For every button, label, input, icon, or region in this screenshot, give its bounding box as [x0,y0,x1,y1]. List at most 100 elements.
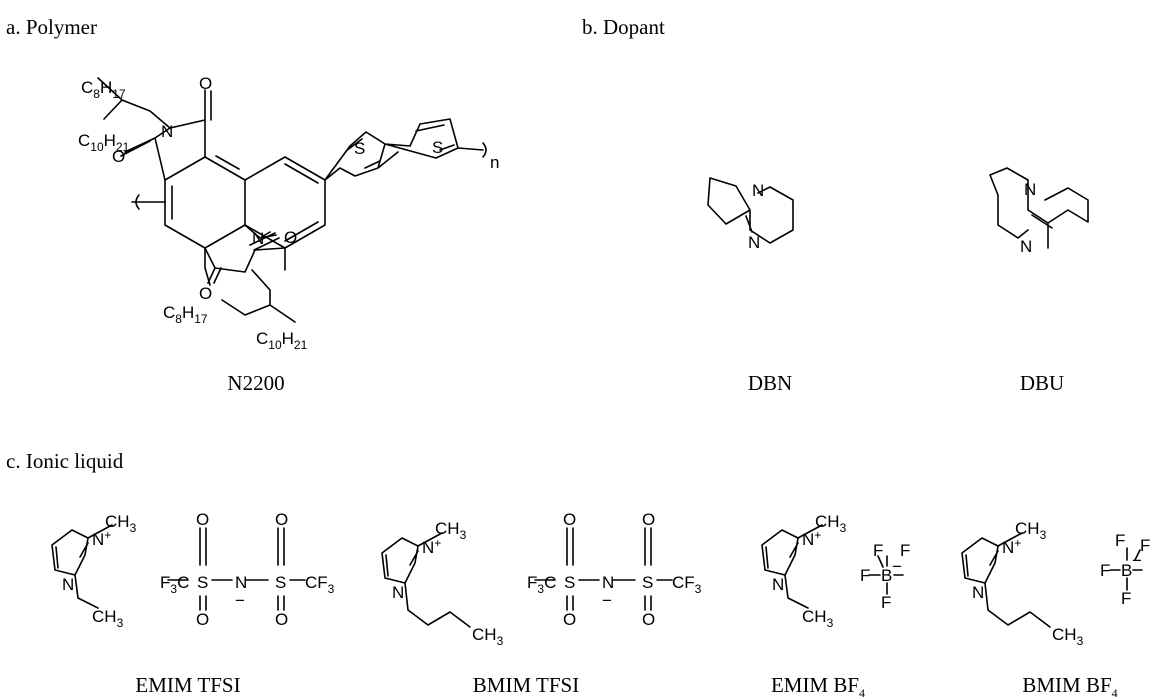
caption-emim-tfsi: EMIM TFSI [135,673,240,697]
caption-dbu: DBU [1020,371,1064,395]
tfsi-2-n-label: N [602,573,614,592]
tfsi-2-s1-label: S [564,573,575,592]
caption-bmim-tfsi: BMIM TFSI [473,673,579,697]
tfsi-2-o1-label: O [563,510,576,529]
polymer-bracket-left [131,194,166,210]
n2200-top-c10h21-label: C10H21 [78,131,130,154]
emim-cation-2-bonds [761,524,823,609]
n2200-repeat-n-label: n [490,153,499,172]
tfsi-1-cf3-label: CF3 [305,573,335,596]
top-alkyl-chain [97,77,171,129]
dbu-bonds [989,167,1089,249]
bf4-2-f-bottom-label: F [1121,589,1131,608]
n2200-structure [97,77,487,323]
dbu-n1-label: N [1024,180,1036,199]
bf4-2-minus-label: − [1132,551,1142,570]
emim-cation-1-bonds [51,524,113,609]
section-heading-ionic-liquid: c. Ionic liquid [6,449,124,473]
tfsi-anion-2-bonds [534,527,673,611]
bottom-imide-c-o-bonds [204,232,286,284]
dbn-n2-label: N [748,233,760,252]
n2200-top-o1-label: O [112,147,125,166]
n2200-top-o2-label: O [199,74,212,93]
dbu-structure [989,167,1089,249]
tfsi-2-s2-label: S [642,573,653,592]
tfsi-1-s1-label: S [197,573,208,592]
n2200-bottom-o2-label: O [199,284,212,303]
emim-1-methyl-label: CH3 [105,512,137,535]
tfsi-anion-1-bonds [167,527,306,611]
bf4-1-f-bottom-label: F [881,593,891,612]
bmim-2-n-plus-label: N+ [1002,536,1021,557]
emim-2-n-plus-label: N+ [802,528,821,549]
bmim-cation-1-bonds [381,532,471,628]
bottom-alkyl-chain [221,269,296,323]
bmim-1-butyl-ch3-label: CH3 [472,625,504,648]
tfsi-1-o4-label: O [275,610,288,629]
bf4-1-minus-label: − [892,557,902,576]
n2200-thiophene-s1-label: S [354,139,365,158]
bmim-2-n-label: N [972,583,984,602]
bmim-1-n-plus-label: N+ [422,536,441,557]
bf4-2-f-top-label: F [1115,531,1125,550]
caption-n2200: N2200 [227,371,284,395]
bf4-anion-2-bonds [1109,547,1143,591]
bf4-1-f-top-left-label: F [873,541,883,560]
dbn-bonds [707,177,794,244]
dbn-structure [707,177,794,244]
tfsi-1-o1-label: O [196,510,209,529]
n2200-bottom-n-label: N [252,229,264,248]
bf4-1-f-left-label: F [860,566,870,585]
bf4-2-b-label: B [1121,561,1132,580]
tfsi-2-minus-label: − [602,591,612,610]
tfsi-1-n-label: N [235,573,247,592]
emim-tfsi-structure [51,524,306,611]
emim-1-ethyl-ch3-label: CH3 [92,607,124,630]
dbu-n2-label: N [1020,237,1032,256]
bf4-2-f-right-label: F [1140,536,1150,555]
emim-1-n-plus-label: N+ [92,528,111,549]
tfsi-2-o3-label: O [642,510,655,529]
emim-1-n-label: N [62,575,74,594]
caption-dbn: DBN [748,371,792,395]
tfsi-2-f3c-label: F3C [527,573,556,596]
section-heading-polymer: a. Polymer [6,15,97,39]
bottom-imide-bonds [204,224,286,286]
n2200-bottom-c8h17-label: C8H17 [163,303,208,326]
emim-2-ethyl-ch3-label: CH3 [802,607,834,630]
tfsi-2-cf3-label: CF3 [672,573,702,596]
dbn-n1-label: N [752,181,764,200]
tfsi-1-f3c-label: F3C [160,573,189,596]
emim-2-methyl-label: CH3 [815,512,847,535]
caption-bmim-bf4: BMIM BF4 [1022,673,1117,699]
tfsi-1-o3-label: O [275,510,288,529]
bf4-1-b-label: B [881,566,892,585]
bithiophene-bonds [324,118,487,181]
n2200-thiophene-s2-label: S [432,138,443,157]
bf4-1-f-top-right-label: F [900,541,910,560]
n2200-top-n-label: N [161,122,173,141]
tfsi-2-o4-label: O [642,610,655,629]
bmim-2-butyl-ch3-label: CH3 [1052,625,1084,648]
bmim-bf4-structure [961,532,1143,628]
n2200-top-c8h17-label: C8H17 [81,78,126,101]
caption-emim-bf4: EMIM BF4 [771,673,865,699]
bf4-anion-1-bonds [868,555,904,595]
n2200-bottom-c10h21-label: C10H21 [256,329,308,352]
bmim-1-n-label: N [392,583,404,602]
bmim-tfsi-structure [381,527,673,628]
emim-2-n-label: N [772,575,784,594]
tfsi-2-o2-label: O [563,610,576,629]
emim-bf4-structure [761,524,904,609]
bmim-cation-2-bonds [961,532,1051,628]
bmim-1-methyl-label: CH3 [435,519,467,542]
tfsi-1-minus-label: − [235,591,245,610]
tfsi-1-s2-label: S [275,573,286,592]
n2200-bottom-o1-label: O [284,228,297,247]
bf4-2-f-left-label: F [1100,561,1110,580]
section-heading-dopant: b. Dopant [582,15,665,39]
naphthalene-core-bonds [164,155,326,249]
bmim-2-methyl-label: CH3 [1015,519,1047,542]
tfsi-1-o2-label: O [196,610,209,629]
